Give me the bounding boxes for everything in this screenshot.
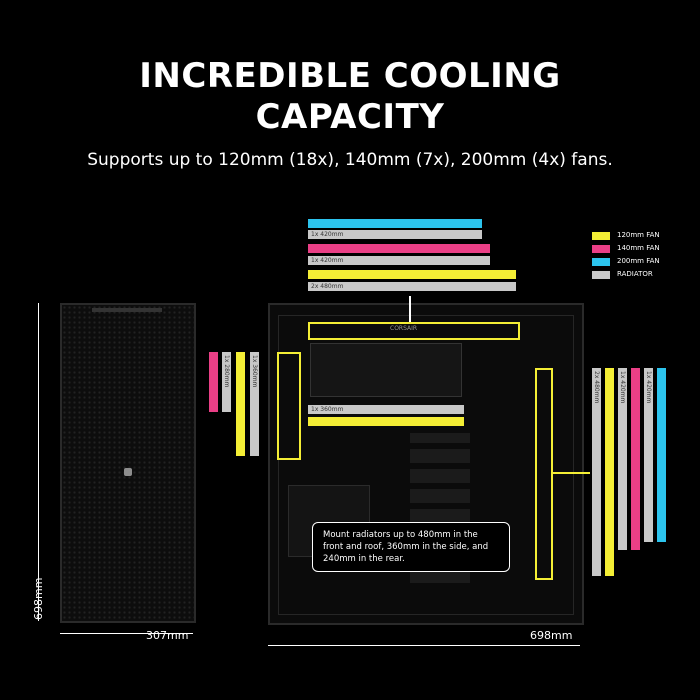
top-label-3: 2x 480mm	[311, 283, 344, 290]
legend-swatch-120mm	[592, 232, 610, 240]
roof-radiator-outline: CORSAIR	[308, 322, 520, 340]
legend-label-radiator: RADIATOR	[617, 270, 653, 278]
right-label-1: 2x 480mm	[593, 371, 600, 404]
right-radiator-bar-2: 1x 420mm	[618, 368, 627, 550]
note-box: Mount radiators up to 480mm in the front…	[312, 522, 510, 572]
top-120mm-fan-bar	[308, 270, 516, 279]
case-front-view	[60, 303, 196, 623]
motherboard-top-area	[310, 343, 462, 397]
height-dimension-line	[38, 303, 39, 621]
width-dimension-label: 307mm	[146, 629, 189, 642]
front-radiator-outline	[277, 352, 301, 460]
side-glass-panel	[278, 315, 574, 615]
right-200mm-fan-bar	[657, 368, 666, 542]
page-title-line2: CAPACITY	[255, 97, 445, 137]
right-label-2: 1x 420mm	[619, 371, 626, 404]
front-io-panel	[92, 308, 162, 312]
right-radiator-bar-3: 1x 420mm	[644, 368, 653, 542]
top-label-1: 1x 420mm	[311, 231, 344, 238]
front-label-2: 1x 360mm	[251, 355, 258, 388]
right-140mm-fan-bar	[631, 368, 640, 550]
note-text: Mount radiators up to 480mm in the front…	[323, 530, 489, 564]
right-label-3: 1x 420mm	[645, 371, 652, 404]
side-radiator-outline	[535, 368, 553, 580]
front-140mm-fan-bar	[209, 352, 218, 412]
top-radiator-bar-3: 2x 480mm	[308, 282, 516, 291]
right-radiator-bar-1: 2x 480mm	[592, 368, 601, 576]
corsair-logo-icon	[124, 468, 132, 476]
page-title-line1: INCREDIBLE COOLING	[139, 56, 561, 96]
front-radiator-bar-2: 1x 360mm	[250, 352, 259, 456]
side-label-1: 1x 360mm	[311, 406, 344, 413]
legend-swatch-radiator	[592, 271, 610, 279]
legend-label-200mm: 200mm FAN	[617, 257, 660, 265]
top-140mm-fan-bar	[308, 244, 490, 253]
top-label-2: 1x 420mm	[311, 257, 344, 264]
depth-dimension-line	[268, 645, 580, 646]
legend-label-140mm: 140mm FAN	[617, 244, 660, 252]
top-radiator-bar-2: 1x 420mm	[308, 256, 490, 265]
front-radiator-bar-1: 1x 280mm	[222, 352, 231, 412]
height-dimension-label: 698mm	[32, 577, 45, 620]
roof-leader-line	[409, 296, 411, 322]
front-label-1: 1x 280mm	[223, 355, 230, 388]
subtitle: Supports up to 120mm (18x), 140mm (7x), …	[87, 150, 613, 170]
top-radiator-bar-1: 1x 420mm	[308, 230, 482, 239]
right-120mm-fan-bar	[605, 368, 614, 576]
legend-swatch-140mm	[592, 245, 610, 253]
brand-text: CORSAIR	[390, 325, 418, 332]
side-leader-line	[552, 472, 590, 474]
front-120mm-fan-bar	[236, 352, 245, 456]
side-120mm-fan-bar	[308, 417, 464, 426]
top-200mm-fan-bar	[308, 219, 482, 228]
legend-swatch-200mm	[592, 258, 610, 266]
depth-dimension-label: 698mm	[530, 629, 573, 642]
width-dimension-line	[60, 633, 193, 634]
side-radiator-bar: 1x 360mm	[308, 405, 464, 414]
legend-label-120mm: 120mm FAN	[617, 231, 660, 239]
